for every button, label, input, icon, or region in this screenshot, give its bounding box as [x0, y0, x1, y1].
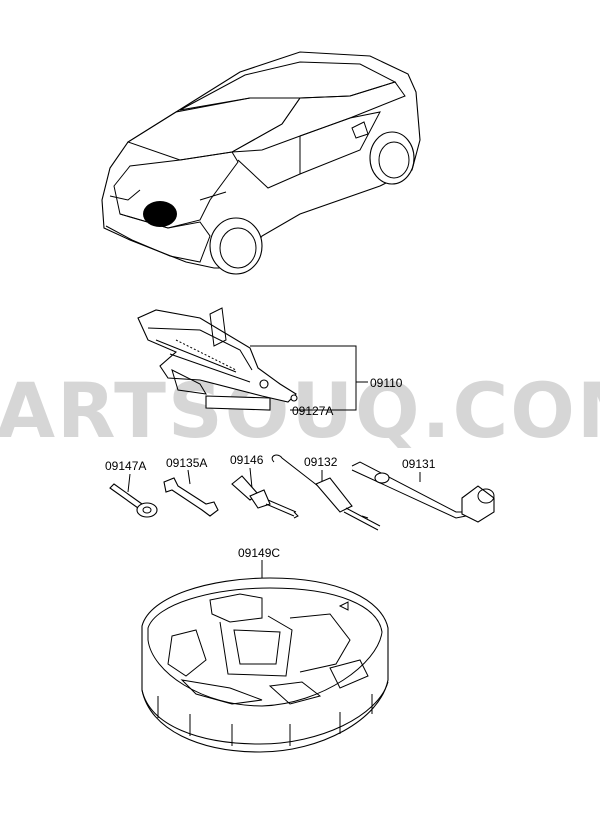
callout-09110: 09110 — [370, 376, 403, 390]
tool-09131 — [351, 461, 495, 523]
callout-09146: 09146 — [230, 453, 264, 467]
tool-tray — [141, 577, 389, 753]
callout-09147a: 09147A — [105, 459, 146, 473]
callout-09131: 09131 — [402, 457, 436, 471]
location-marker — [143, 201, 177, 227]
tool-09132 — [271, 454, 381, 531]
callout-09149c: 09149C — [238, 546, 280, 560]
tool-09135a — [163, 477, 219, 517]
tool-09146 — [231, 475, 299, 519]
scissor-jack — [137, 307, 298, 411]
tool-09147a — [109, 483, 158, 518]
callout-09135a: 09135A — [166, 456, 207, 470]
car-illustration — [101, 51, 421, 275]
callout-09127a: 09127A — [292, 404, 333, 418]
jack-pouch — [205, 395, 271, 411]
callout-09132: 09132 — [304, 455, 338, 469]
